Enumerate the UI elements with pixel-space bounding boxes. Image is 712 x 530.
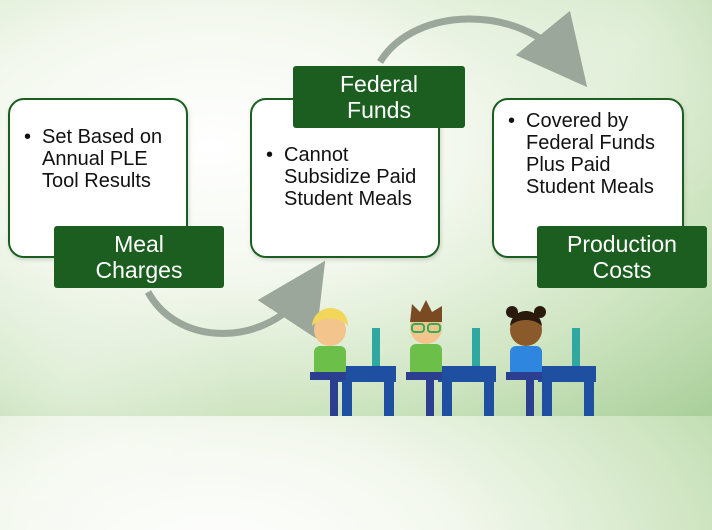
arrow-meal-to-federal [144, 260, 326, 339]
student-middle [406, 300, 496, 416]
federal-funds-bullet: Cannot Subsidize Paid Student Meals [266, 144, 430, 210]
student-right [506, 306, 596, 416]
meal-charges-bullet: Set Based on Annual PLE Tool Results [24, 126, 178, 192]
production-costs-label: Production Costs [537, 226, 707, 288]
student-left [310, 308, 396, 416]
meal-charges-label: Meal Charges [54, 226, 224, 288]
production-costs-bullet: Covered by Federal Funds Plus Paid Stude… [508, 110, 674, 198]
three-students-at-computers-icon [310, 300, 596, 416]
arrow-federal-to-production [377, 10, 588, 88]
flow-arrows [144, 10, 588, 339]
federal-funds-label: Federal Funds [293, 66, 465, 128]
